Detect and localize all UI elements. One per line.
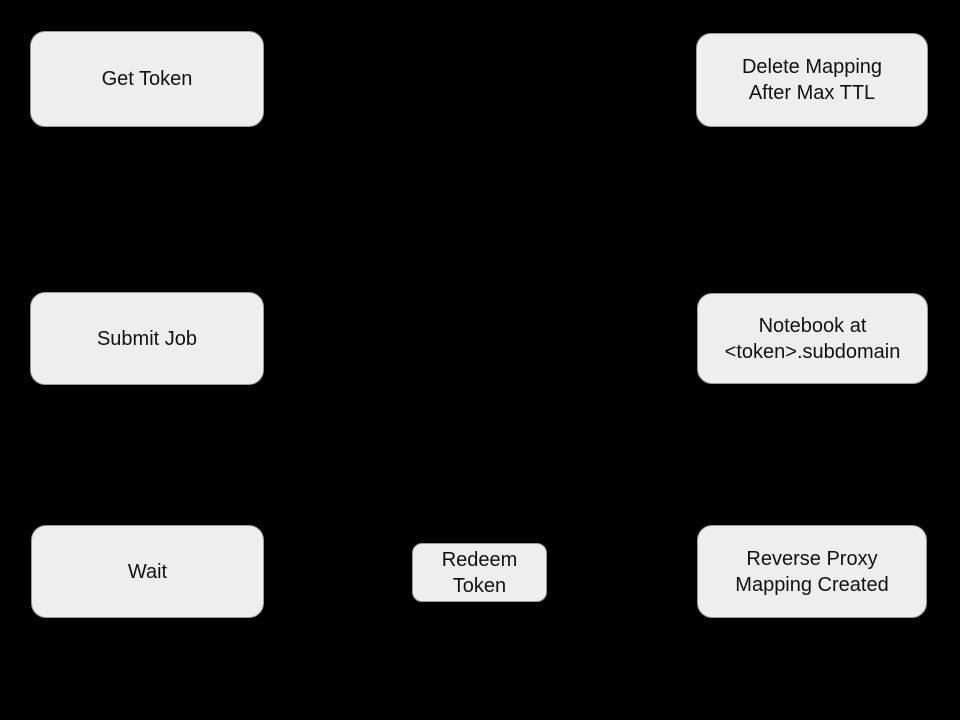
node-get-token: Get Token bbox=[30, 31, 264, 127]
node-notebook-label: Notebook at <token>.subdomain bbox=[724, 314, 901, 363]
node-reverse-proxy-mapping-created: Reverse Proxy Mapping Created bbox=[697, 525, 927, 618]
node-reverse-proxy-label: Reverse Proxy Mapping Created bbox=[735, 547, 889, 596]
node-submit-job: Submit Job bbox=[30, 292, 264, 385]
node-delete-mapping-label: Delete Mapping After Max TTL bbox=[741, 56, 883, 104]
node-redeem-token-label: Redeem Token bbox=[441, 548, 518, 597]
node-notebook-at-token-subdomain: Notebook at <token>.subdomain bbox=[697, 293, 928, 384]
node-get-token-label: Get Token bbox=[101, 68, 193, 90]
node-delete-mapping-after-max-ttl: Delete Mapping After Max TTL bbox=[696, 33, 928, 127]
node-wait-label: Wait bbox=[127, 560, 168, 583]
node-wait: Wait bbox=[31, 525, 264, 618]
node-redeem-token: Redeem Token bbox=[412, 543, 547, 602]
node-submit-job-label: Submit Job bbox=[96, 327, 198, 350]
